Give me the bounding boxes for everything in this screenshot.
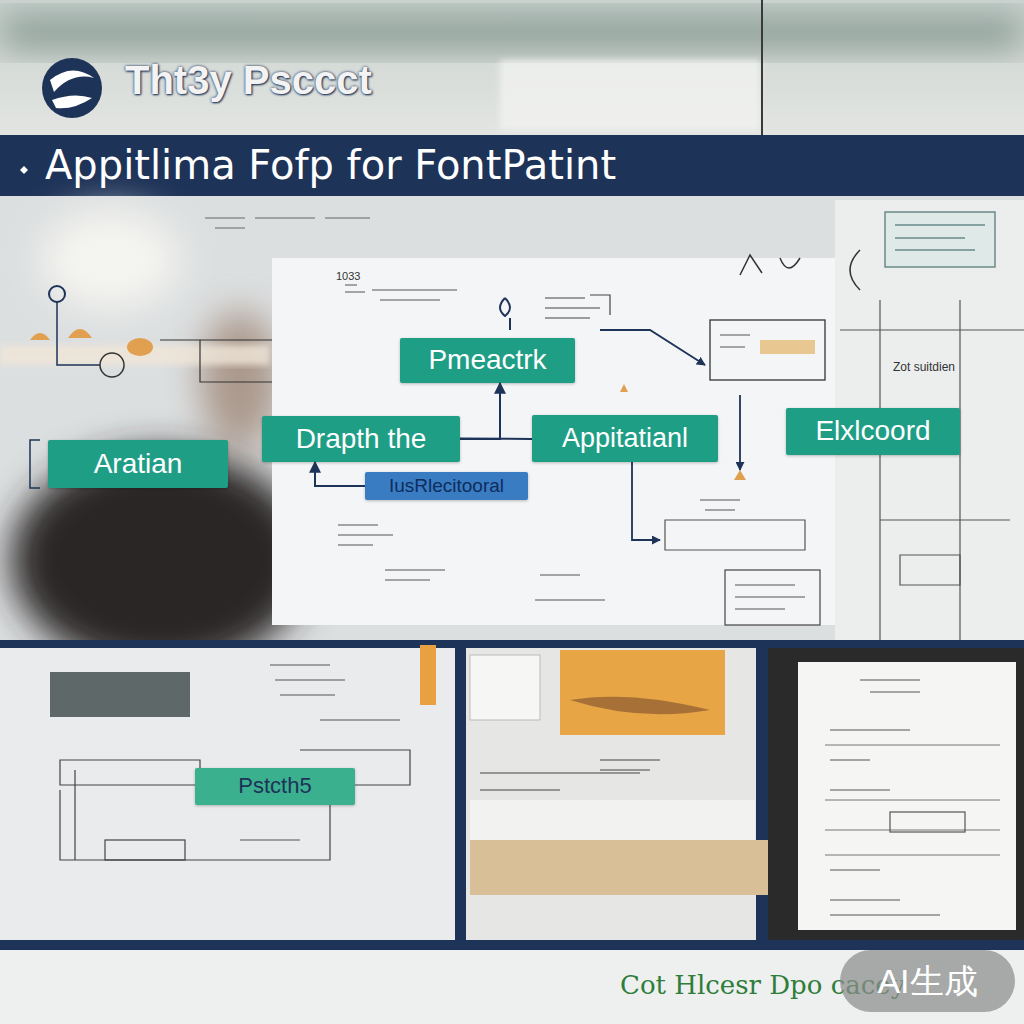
band-bullet [20,166,28,174]
sketch-icon [127,338,153,356]
sketch-screen [50,672,190,717]
leader-line [600,330,705,365]
connector-arrow [460,383,500,439]
scribble [700,500,740,510]
sketch-table [105,840,185,860]
sketch-icon [500,298,510,330]
sketch-screen [470,655,540,720]
blurred-window [500,60,760,130]
photo-panel [768,648,1024,940]
paper-sheet [470,800,755,840]
sketch-icon [68,329,92,338]
wood-grain [570,697,710,715]
sketch-icon [620,384,628,392]
grid-line [840,300,1024,640]
photo-frame [0,640,1024,950]
logo-mark [42,58,102,118]
grid-line [825,745,1000,855]
scribble [545,295,610,318]
sketch-table [890,812,965,832]
connector-arrow [315,462,365,486]
sketch-icon [100,353,124,377]
footer-band [0,950,1024,1024]
scribble [345,285,457,300]
box-label: Elxlcoord [815,416,930,447]
sketch-icon [49,286,65,302]
connector-arrow [460,438,532,441]
wood-board [470,840,780,895]
heading-title: Appitlima Fofp for FontPatint [45,142,616,188]
box-label: Pstcth5 [238,774,311,798]
sketch-device [885,212,995,267]
sketch-table [60,750,410,860]
scribble [720,335,750,347]
sketch-icon [740,250,860,290]
watermark: AI生成 [840,950,1015,1012]
bracket [30,440,40,488]
heading-band [0,135,1024,196]
leader-line [632,462,660,540]
box-label: Drapth the [296,424,427,455]
note-text: 1033 [336,270,360,282]
whiteboard [272,258,850,625]
box-label: Pmeactrk [428,345,546,376]
process-box: Appitatianl [532,415,718,462]
sketch-table [725,570,820,625]
logo-text: Tht3y Psccct [125,58,372,103]
scribble [830,680,940,915]
sketch-table [665,520,805,550]
process-box: Pmeactrk [400,338,575,383]
box-label: Appitatianl [562,424,688,454]
process-box: Pstcth5 [195,768,355,805]
process-box: Elxlcoord [786,408,960,455]
top-wall [0,0,1024,135]
scribble [735,585,805,609]
sketch-table [710,320,825,380]
process-box: Aratian [48,440,228,488]
sketch-note [420,645,436,705]
photo-panel [466,648,756,940]
box-label: IusRlecitooral [389,476,504,497]
wall-edge [761,0,763,135]
blurred-shelf [0,18,1024,48]
scribble [240,665,400,840]
scribble [480,760,660,790]
wood-block [560,650,725,735]
sketch-table [900,555,960,585]
process-box: Drapth the [262,416,460,462]
scribble [205,218,370,228]
sketch-note [760,340,815,354]
box-label: Aratian [94,449,183,480]
scribble [895,225,985,250]
photo-panel [0,648,455,940]
logo-swoosh [52,95,92,108]
note-text: Zot suitdien [893,360,955,374]
paper-sheet [798,662,1016,930]
leader-line [57,302,100,365]
scribble [338,525,605,600]
process-box: IusRlecitooral [365,472,528,500]
blurred-lamp [40,210,180,310]
sketch-icon [30,333,50,340]
leader-line [739,395,741,470]
sketch-icon [734,470,746,480]
logo-swoosh [50,70,94,92]
